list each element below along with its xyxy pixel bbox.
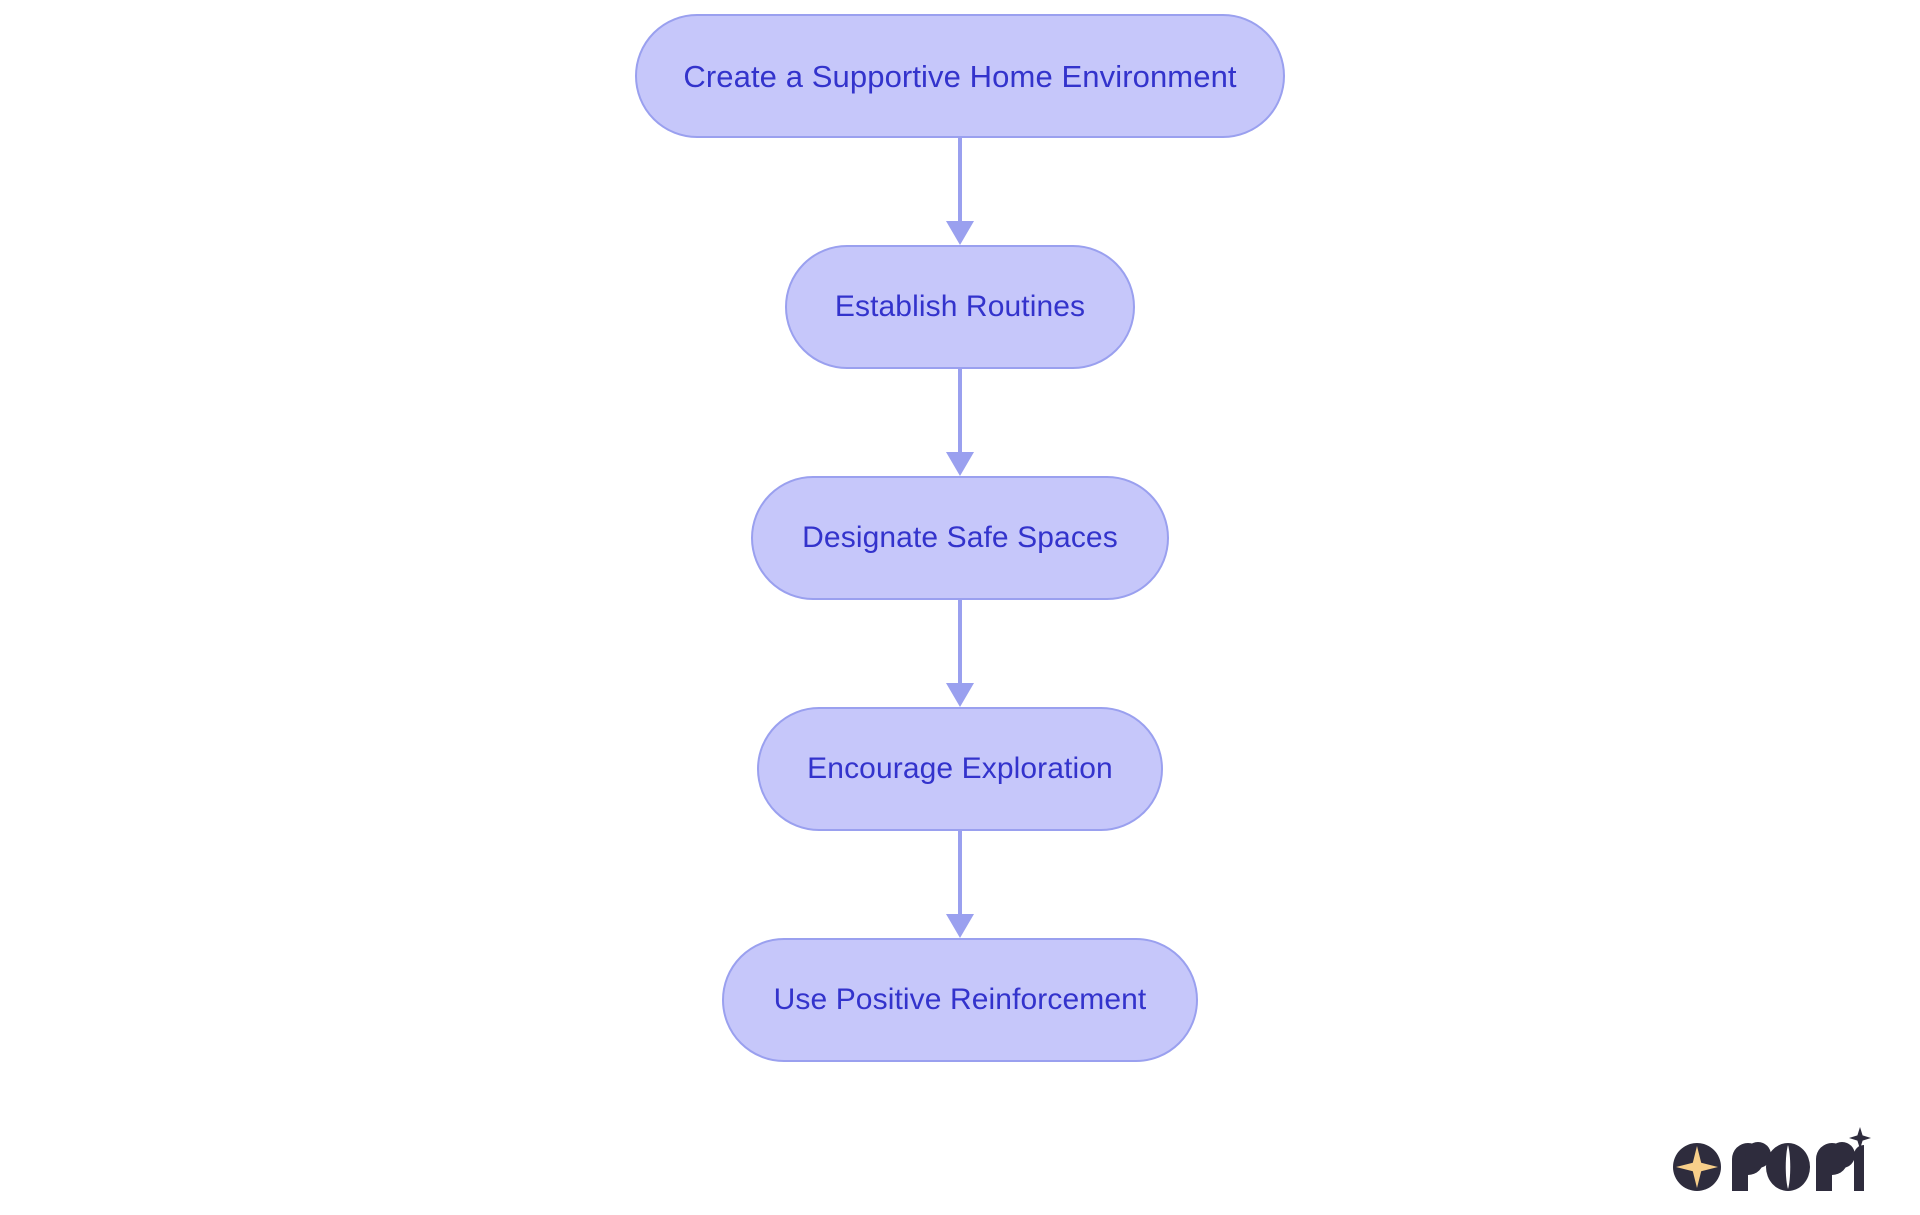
flow-node-label: Designate Safe Spaces: [802, 521, 1118, 554]
connector-line: [958, 138, 962, 224]
arrow-down-icon: [946, 914, 974, 938]
flow-node-label: Create a Supportive Home Environment: [683, 58, 1237, 94]
logo-letter-r-2-bowl: [1829, 1142, 1855, 1168]
arrow-down-icon: [946, 683, 974, 707]
flow-connector-4-to-5: [945, 831, 975, 938]
flow-node-encourage-exploration[interactable]: Encourage Exploration: [757, 707, 1163, 831]
connector-line: [958, 369, 962, 455]
flow-connector-1-to-2: [945, 138, 975, 245]
flow-node-use-positive-reinforcement[interactable]: Use Positive Reinforcement: [722, 938, 1198, 1062]
connector-line: [958, 600, 962, 686]
logo-letter-o-slit: [1785, 1145, 1791, 1189]
flow-node-designate-safe-spaces[interactable]: Designate Safe Spaces: [751, 476, 1169, 600]
connector-line: [958, 831, 962, 917]
logo-sparkle-dot-icon: [1849, 1127, 1871, 1149]
logo-letter-r-1-bowl: [1745, 1142, 1771, 1168]
flow-node-label: Encourage Exploration: [807, 752, 1113, 785]
logo-letter-i: [1854, 1145, 1864, 1191]
sparkle-star-icon: [1676, 1146, 1718, 1188]
rori-logo[interactable]: rori: [1672, 1127, 1872, 1193]
flow-connector-3-to-4: [945, 600, 975, 707]
flow-connector-2-to-3: [945, 369, 975, 476]
rori-logo-mark: [1673, 1127, 1871, 1191]
flow-node-create-a-supportive-home-environment[interactable]: Create a Supportive Home Environment: [635, 14, 1285, 138]
flow-node-label: Use Positive Reinforcement: [773, 983, 1147, 1016]
flowchart-node-column: Create a Supportive Home Environment Est…: [635, 14, 1285, 1062]
arrow-down-icon: [946, 452, 974, 476]
flow-node-establish-routines[interactable]: Establish Routines: [785, 245, 1135, 369]
flow-node-label: Establish Routines: [834, 290, 1086, 323]
arrow-down-icon: [946, 221, 974, 245]
